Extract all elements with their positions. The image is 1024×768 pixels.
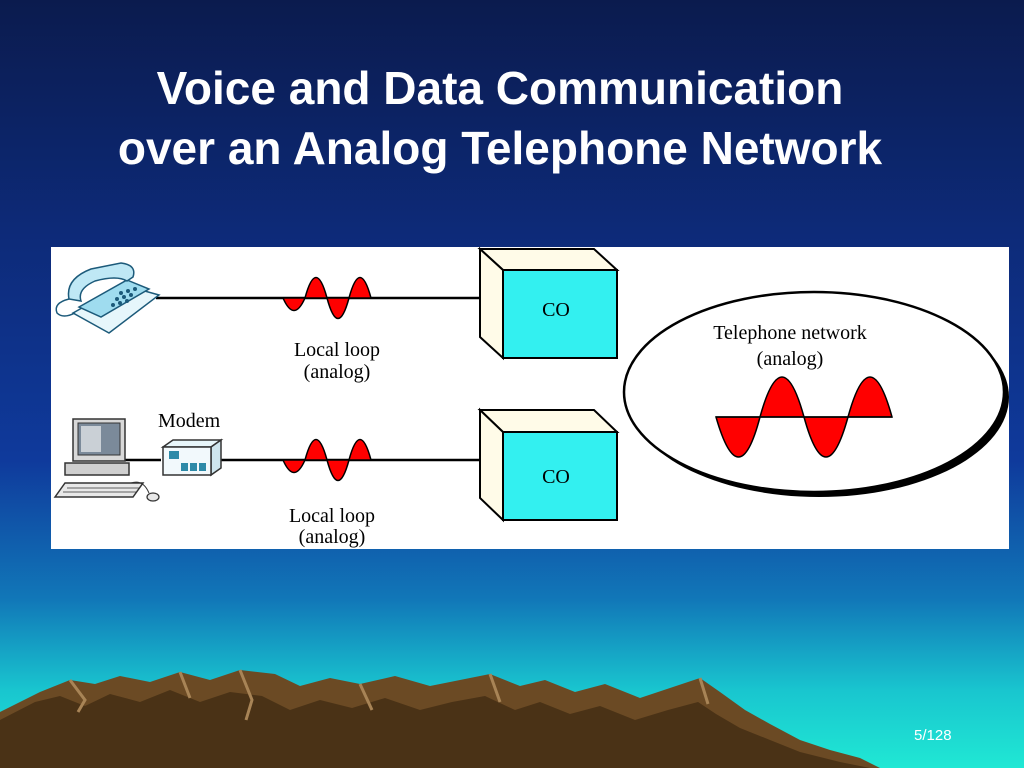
bottom-loop-label-line1: Local loop [289, 505, 375, 527]
title-line-2: over an Analog Telephone Network [117, 122, 883, 174]
telephone-icon [55, 262, 161, 334]
diagram-panel: CO CO [51, 247, 1009, 549]
network-wave [715, 376, 893, 458]
network-label-line1: Telephone network [713, 322, 867, 344]
co-box-top [477, 247, 620, 361]
bottom-loop-label-line2: (analog) [299, 526, 366, 548]
network-label-line2: (analog) [757, 348, 824, 370]
co-box-bottom [477, 407, 620, 523]
bottom-loop-wave [281, 438, 372, 482]
mountain-range-decoration [0, 669, 880, 768]
page-number: 5/128 [914, 727, 952, 744]
title-line-1: Voice and Data Communication [156, 62, 844, 114]
modem-icon [160, 438, 224, 477]
computer-icon [53, 418, 160, 502]
slide-title: Voice and Data Communication over an Ana… [0, 58, 1000, 178]
co-bottom-label: CO [542, 466, 570, 488]
top-loop-wave [281, 276, 372, 320]
top-loop-label-line1: Local loop [294, 339, 380, 361]
top-loop-label-line2: (analog) [304, 361, 371, 383]
co-top-label: CO [542, 299, 570, 321]
telephone-network-ellipse [622, 290, 1006, 494]
network-diagram: CO CO [53, 247, 1009, 548]
modem-label: Modem [158, 410, 221, 432]
